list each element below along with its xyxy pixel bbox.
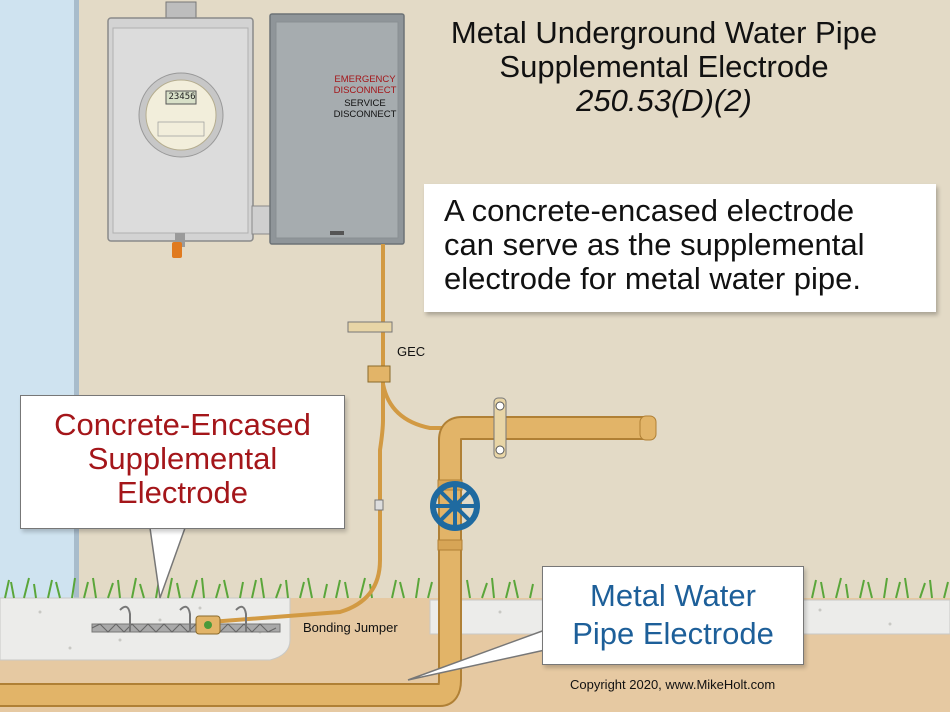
pipe-coupling bbox=[437, 539, 463, 551]
disconnect-door bbox=[275, 21, 399, 239]
meter-hub bbox=[165, 1, 197, 19]
clamp-screw-bottom bbox=[495, 445, 505, 455]
service-disconnect-label: SERVICE DISCONNECT bbox=[333, 98, 397, 120]
rebar-clamp-bolt bbox=[204, 621, 212, 629]
gec-strap bbox=[347, 321, 393, 333]
pipe-cap bbox=[639, 415, 657, 441]
meter-reading: 23456 bbox=[168, 92, 196, 102]
emergency-disconnect-label: EMERGENCY DISCONNECT bbox=[333, 74, 397, 96]
meter-conduit bbox=[175, 233, 185, 247]
title-line-1: Metal Underground Water Pipe bbox=[450, 15, 878, 50]
metal-water-pipe-callout: Metal Water Pipe Electrode bbox=[542, 566, 804, 665]
water-pipe-upper bbox=[440, 418, 650, 441]
utility-meter bbox=[145, 79, 217, 151]
gec-to-water-pipe bbox=[381, 383, 470, 430]
bonding-jumper-label: Bonding Jumper bbox=[303, 620, 398, 635]
gec-staple bbox=[374, 499, 384, 511]
concrete-encased-rebar bbox=[91, 605, 281, 633]
note-line-3: electrode for metal water pipe. bbox=[444, 261, 861, 296]
grounding-electrode-conductor bbox=[209, 244, 385, 624]
mw-line-2: Pipe Electrode bbox=[572, 616, 774, 651]
note-line-1: A concrete-encased electrode bbox=[444, 193, 855, 228]
ce-line-1: Concrete-Encased bbox=[54, 407, 311, 442]
water-pipe bbox=[0, 440, 460, 705]
wall-edge bbox=[74, 0, 79, 600]
gate-valve-handwheel bbox=[430, 481, 480, 531]
copyright: Copyright 2020, www.MikeHolt.com bbox=[570, 677, 776, 692]
note-line-2: can serve as the supplemental bbox=[444, 227, 865, 262]
diagram-title: Metal Underground Water Pipe Supplementa… bbox=[404, 16, 924, 118]
title-line-2: Supplemental Electrode bbox=[499, 49, 829, 84]
disconnect-latch bbox=[330, 231, 344, 235]
clamp-screw-top bbox=[495, 401, 505, 411]
grass bbox=[4, 577, 949, 599]
gec-clamp bbox=[367, 365, 391, 383]
meter-seal bbox=[172, 242, 182, 258]
explanation-note: A concrete-encased electrode can serve a… bbox=[424, 184, 936, 312]
enclosure-nipple bbox=[251, 205, 271, 235]
concrete-encased-callout: Concrete-Encased Supplemental Electrode bbox=[20, 395, 345, 529]
mw-line-1: Metal Water bbox=[590, 578, 756, 613]
meter-display bbox=[165, 90, 197, 105]
ce-line-2: Supplemental bbox=[87, 441, 278, 476]
water-pipe-ground-clamp bbox=[493, 397, 507, 459]
gec-label: GEC bbox=[397, 344, 426, 359]
ce-line-3: Electrode bbox=[117, 475, 248, 510]
code-reference: 250.53(D)(2) bbox=[576, 83, 752, 118]
meter-nameplate bbox=[157, 121, 205, 137]
